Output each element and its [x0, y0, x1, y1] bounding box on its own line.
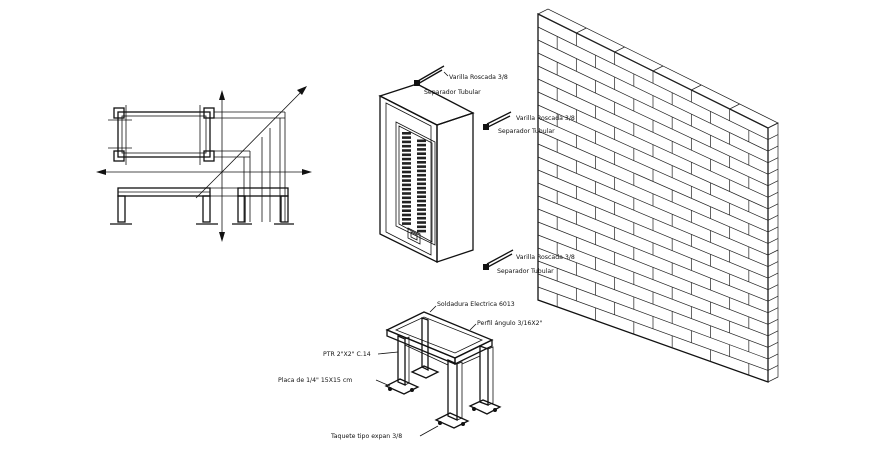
breaker-slot [417, 199, 426, 203]
breaker-slot [417, 208, 426, 211]
breaker-slot [417, 152, 426, 155]
label-varilla-2: Varilla Roscada 3/8 [516, 115, 575, 122]
breaker-slot [417, 182, 426, 186]
breaker-slot [402, 179, 411, 182]
breaker-slot [417, 156, 426, 160]
breaker-slot [402, 136, 411, 139]
breaker-slot [417, 165, 426, 168]
label-varilla-1: Varilla Roscada 3/8 [449, 74, 508, 81]
support-stand [375, 305, 502, 437]
breaker-slot [402, 192, 411, 195]
breaker-slot [417, 216, 426, 220]
breaker-slot [417, 191, 426, 194]
orthographic-views [96, 86, 312, 242]
breaker-slot [402, 132, 411, 135]
breaker-slot [417, 139, 426, 143]
breaker-slot [402, 144, 411, 148]
label-taquete: Taquete tipo expan 3/8 [330, 433, 402, 440]
label-perfil: Perfil ángulo 3/16X2" [477, 319, 543, 327]
label-ptr: PTR 2"X2" C.14 [323, 351, 371, 358]
breaker-slot [402, 222, 411, 225]
breaker-slot [417, 143, 426, 147]
breaker-slot [417, 212, 426, 216]
breaker-slot [417, 204, 426, 207]
breaker-slot [402, 153, 411, 157]
panel-labels: Varilla Roscada 3/8 Separador Tubular Va… [424, 71, 575, 275]
breaker-slot [402, 218, 411, 221]
breaker-slot [417, 148, 426, 151]
breaker-slot [402, 170, 411, 174]
breaker-slot [417, 186, 426, 190]
breaker-slot [402, 187, 411, 191]
breaker-slot [402, 209, 411, 212]
breaker-slot [417, 225, 426, 229]
breaker-slot [402, 140, 411, 144]
label-placa: Placa de 1/4" 15X15 cm [278, 377, 352, 384]
label-separador-3: Separador Tubular [497, 268, 554, 275]
breaker-slot [417, 221, 426, 224]
breaker-slot [402, 157, 411, 161]
anchor-rods [414, 65, 514, 270]
breaker-slot [402, 175, 411, 178]
breaker-slot [402, 213, 411, 217]
brick-wall [537, 8, 779, 383]
breaker-slot [402, 205, 411, 208]
electrical-panel [378, 83, 475, 264]
stand-labels: Soldadura Electrica 6013 Perfil ángulo 3… [278, 301, 543, 440]
label-separador-1: Separador Tubular [424, 89, 481, 96]
breaker-slot [402, 166, 411, 169]
breaker-slot [417, 169, 426, 173]
label-soldadura: Soldadura Electrica 6013 [437, 301, 515, 308]
breaker-slot [402, 183, 411, 187]
breaker-slot [417, 229, 426, 233]
breaker-slot [402, 200, 411, 204]
breaker-slot [417, 161, 426, 164]
breaker-slot [417, 195, 426, 198]
breaker-slot [402, 149, 411, 152]
breaker-slot [402, 162, 411, 165]
label-varilla-3: Varilla Roscada 3/8 [516, 254, 575, 261]
breaker-slot [417, 173, 426, 177]
breaker-slot [417, 178, 426, 181]
label-separador-2: Separador Tubular [498, 128, 555, 135]
breaker-slot [402, 196, 411, 200]
